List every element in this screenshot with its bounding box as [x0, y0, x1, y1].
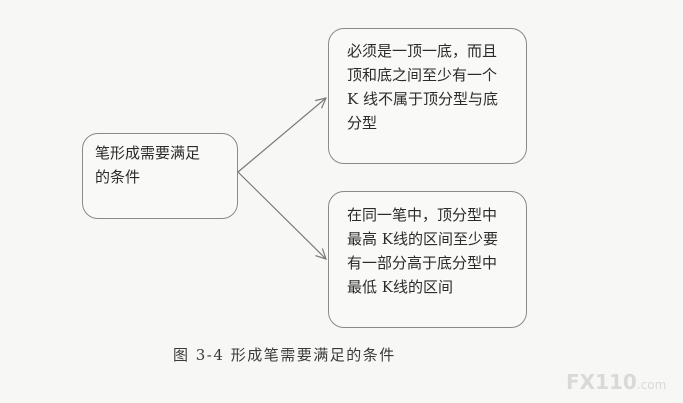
branch-node-bottom: 在同一笔中，顶分型中 最高 K线的区间至少要 有一部分高于底分型中 最低 K线的… — [328, 191, 527, 328]
root-node-line: 笔形成需要满足 — [95, 144, 201, 162]
root-node-line: 的条件 — [95, 168, 141, 186]
branch-bottom-line: 有一部分高于底分型中 — [347, 254, 498, 272]
watermark-brand: FX110 — [566, 370, 637, 394]
root-node: 笔形成需要满足 的条件 — [82, 133, 238, 219]
arrow-to-bottom-node — [237, 171, 326, 259]
branch-bottom-line: 最低 K线的区间 — [347, 278, 453, 296]
branch-bottom-line: 在同一笔中，顶分型中 — [347, 206, 498, 224]
arrow-to-top-node — [237, 98, 326, 173]
branch-top-line: 必须是一顶一底，而且 — [347, 42, 498, 60]
branch-top-line: 顶和底之间至少有一个 — [347, 66, 498, 84]
branch-bottom-line: 最高 K线的区间至少要 — [347, 230, 498, 248]
figure-caption: 图 3-4 形成笔需要满足的条件 — [173, 346, 396, 364]
branch-top-line: 分型 — [347, 114, 378, 132]
watermark-domain: .com — [636, 378, 667, 392]
branch-node-top: 必须是一顶一底，而且 顶和底之间至少有一个 K 线不属于顶分型与底 分型 — [328, 28, 527, 164]
branch-top-line: K 线不属于顶分型与底 — [347, 90, 498, 108]
watermark-logo: FX110.com — [566, 370, 666, 394]
